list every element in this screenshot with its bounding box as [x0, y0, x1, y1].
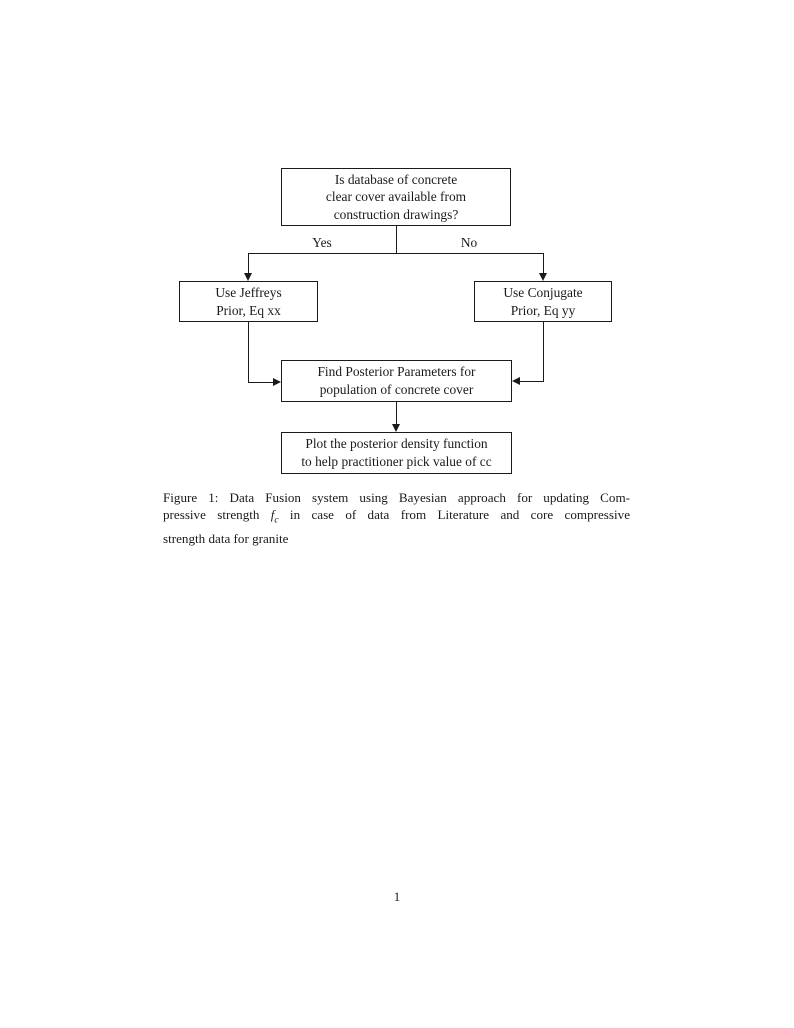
branch-label-no: No [460, 235, 478, 250]
connector-decision-down [396, 226, 397, 253]
flowchart-node-conjugate: Use Conjugate Prior, Eq yy [474, 281, 612, 322]
jeffreys-line-1: Use Jeffreys [215, 284, 282, 300]
connector-jeffreys-right [248, 382, 274, 383]
posterior-line-1: Find Posterior Parameters for [317, 364, 476, 380]
page-number: 1 [393, 889, 401, 904]
connector-branch-horizontal [248, 253, 544, 254]
caption-line-2-post: in case of data from Literature and core… [278, 507, 630, 523]
connector-no-down [543, 253, 544, 274]
caption-line-2-pre: pressive strength [163, 507, 271, 523]
connector-posterior-down [396, 402, 397, 425]
decision-line-2: clear cover available from [325, 189, 467, 205]
connector-conjugate-down [543, 322, 544, 382]
caption-line-3: strength data for granite [163, 531, 289, 547]
connector-jeffreys-down [248, 322, 249, 383]
flowchart-node-decision: Is database of concrete clear cover avai… [281, 168, 511, 226]
plot-line-1: Plot the posterior density function [305, 436, 488, 452]
posterior-line-2: population of concrete cover [319, 382, 474, 397]
conjugate-line-1: Use Conjugate [503, 284, 583, 300]
flowchart-node-plot: Plot the posterior density function to h… [281, 432, 512, 474]
math-fc-variable: f [270, 507, 275, 523]
decision-line-3: construction drawings? [333, 206, 459, 222]
branch-label-yes: Yes [312, 235, 332, 250]
arrowhead-into-posterior-right [512, 377, 520, 385]
connector-yes-down [248, 253, 249, 274]
connector-conjugate-left [520, 381, 544, 382]
arrowhead-into-conjugate [539, 273, 547, 281]
math-fc-subscript: c [274, 516, 279, 527]
decision-line-1: Is database of concrete [334, 171, 458, 187]
plot-line-2: to help practitioner pick value of cc [301, 454, 492, 469]
arrowhead-into-plot [392, 424, 400, 432]
flowchart-node-jeffreys: Use Jeffreys Prior, Eq xx [179, 281, 318, 322]
flowchart-node-posterior: Find Posterior Parameters for population… [281, 360, 512, 402]
arrowhead-into-posterior-left [273, 378, 281, 386]
conjugate-line-2: Prior, Eq yy [510, 302, 576, 318]
arrowhead-into-jeffreys [244, 273, 252, 281]
figure-caption: Figure 1: Data Fusion system using Bayes… [163, 489, 630, 548]
caption-line-1: Figure 1: Data Fusion system using Bayes… [163, 490, 630, 505]
jeffreys-line-2: Prior, Eq xx [216, 302, 281, 318]
caption-line-2: pressive strength fc in case of data fro… [163, 506, 630, 530]
